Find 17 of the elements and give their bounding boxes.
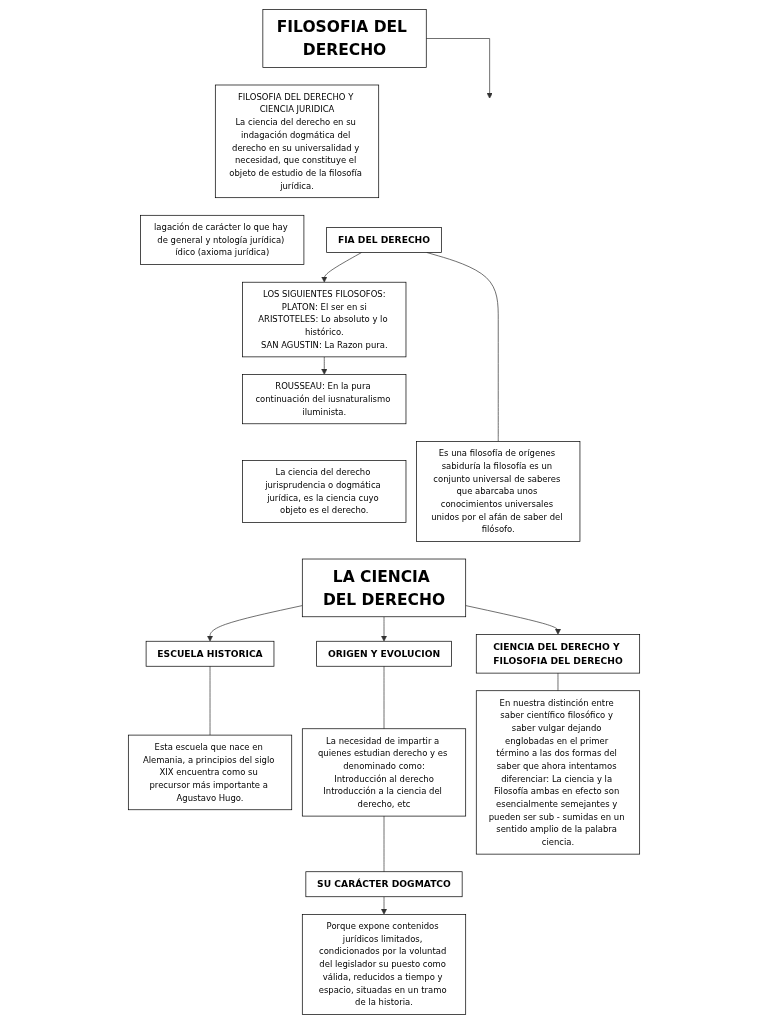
text-box: ROUSSEAU: En la pura continuación del iusnaturalismo iluminista.	[242, 374, 407, 425]
text-box: Esta escuela que nace en Alemania, a principios del siglo XIX encuentra como su precursor más importante a Agustavo Hugo.	[128, 734, 293, 811]
text-box: LOS SIGUIENTES FILOSOFOS: PLATON: El ser en si ARISTOTELES: Lo absoluto y lo histórico. SAN AGUSTIN: La Razon pura.	[242, 281, 407, 358]
text-box: CIENCIA DEL DERECHO Y FILOSOFIA DEL DERECHO	[475, 634, 640, 674]
text-box: SU CARÁCTER DOGMATCO	[305, 871, 463, 898]
text-box: FILOSOFIA DEL DERECHO Y CIENCIA JURIDICA La ciencia del derecho en su indagación dogmática del derecho en su universalidad y necesidad, que constituye el objeto de estudio de la filosofía jurídica.	[214, 84, 380, 199]
text-box: ESCUELA HISTORICA	[145, 640, 275, 667]
text-box: FIA DEL DERECHO	[326, 227, 442, 253]
text-box: La necesidad de impartir a quienes estudian derecho y es denominado como: Introducción al derecho Introducción a la ciencia del derecho, etc	[301, 728, 467, 817]
text-box: lagación de carácter lo que hay de general y ntología jurídica) ídico (axioma jurídica)	[140, 214, 305, 265]
text-box: Porque expone contenidos jurídicos limitados, condicionados por la voluntad del legislador su puesto como válida, reducidos a tiempo y espacio, situadas en un tramo de la historia.	[301, 914, 467, 1015]
text-box: En nuestra distinción entre saber científico filosófico y saber vulgar dejando englobadas en el primer término a las dos formas del saber que ahora intentamos diferenciar: La ciencia y la Filosofía ambas en efecto son esencialmente semejantes y pueden ser sub - sumidas en un sentido amplio de la palabra ciencia.	[475, 690, 640, 855]
text-box: LA CIENCIA DEL DERECHO	[301, 558, 467, 618]
text-box: La ciencia del derecho jurisprudencia o dogmática jurídica, es la ciencia cuyo objeto es el derecho.	[242, 460, 407, 523]
text-box: Es una filosofía de orígenes sabiduría la filosofía es un conjunto universal de saberes que abarcaba unos conocimientos universales unidos por el afán de saber del filósofo.	[416, 441, 581, 542]
text-box: ORIGEN Y EVOLUCION	[316, 640, 452, 667]
text-box: FILOSOFIA DEL DERECHO	[262, 9, 427, 68]
